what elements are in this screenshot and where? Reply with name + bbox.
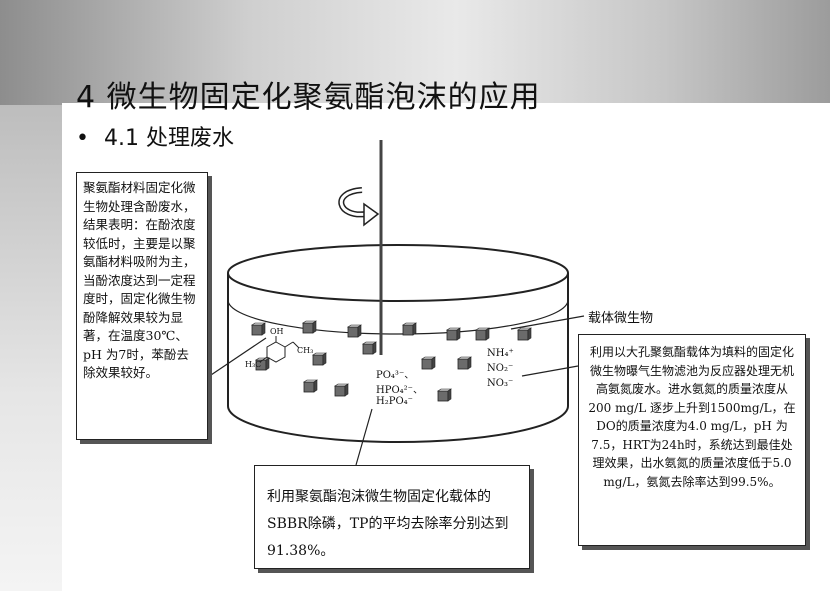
carrier-microbe-label: 载体微生物 xyxy=(588,311,654,326)
phenol-oh-label: OH xyxy=(270,327,284,336)
carrier-cube-icon xyxy=(312,352,327,366)
carrier-cube-icon xyxy=(446,327,461,341)
carrier-cube-icon xyxy=(334,383,349,397)
phosphate-pointer-line xyxy=(355,408,373,466)
background-photo-top xyxy=(0,0,830,105)
sbbr-phosphorus-note: 利用聚氨酯泡沫微生物固定化载体的SBBR除磷，TP的平均去除率分别达到91.38… xyxy=(254,465,530,569)
phenol-ch3-label: CH₃ xyxy=(297,346,314,355)
ammonium-label: NH₄⁺ xyxy=(487,348,514,359)
bullet: • xyxy=(76,126,89,151)
hydrogen-phosphate-label: HPO₄²⁻、 xyxy=(376,385,423,396)
carrier-cube-icon xyxy=(457,356,472,370)
water-surface xyxy=(227,299,569,335)
nitrogen-pointer-line xyxy=(521,365,579,377)
ammonia-wastewater-note: 利用以大孔聚氨酯载体为填料的固定化微生物曝气生物滤池为反应器处理无机高氨氮废水。… xyxy=(578,334,806,546)
carrier-cube-icon xyxy=(362,341,377,355)
phenol-wastewater-note: 聚氨酯材料固定化微生物处理含酚废水，结果表明：在酚浓度较低时，主要是以聚氨酯材料… xyxy=(76,172,208,440)
carrier-cube-icon xyxy=(402,322,417,336)
carrier-cube-icon xyxy=(302,320,317,334)
background-photo-left xyxy=(0,105,62,591)
section-heading: • 4.1 处理废水 xyxy=(76,120,234,152)
section-heading-text: 4.1 处理废水 xyxy=(104,126,234,151)
carrier-cube-icon xyxy=(437,388,452,402)
carrier-cubes xyxy=(251,320,532,402)
nitrite-label: NO₂⁻ xyxy=(487,363,514,374)
carrier-cube-icon xyxy=(517,327,532,341)
carrier-cube-icon xyxy=(475,327,490,341)
nitrate-label: NO₃⁻ xyxy=(487,378,514,389)
carrier-cube-icon xyxy=(347,324,362,338)
carrier-pointer-line xyxy=(510,315,585,330)
phenol-molecule-icon xyxy=(259,336,300,363)
phenol-pointer-line xyxy=(207,337,267,378)
phenol-h3c-label: H₃C xyxy=(245,360,262,369)
rotation-arrow-icon xyxy=(338,187,380,227)
carrier-cube-icon xyxy=(421,356,436,370)
tank-body xyxy=(227,273,569,443)
tank-rim xyxy=(227,244,569,302)
carrier-cube-icon xyxy=(251,322,266,336)
dihydrogen-phosphate-label: H₂PO₄⁻ xyxy=(376,396,413,407)
phosphate-label: PO₄³⁻、 xyxy=(376,370,415,381)
carrier-cube-icon xyxy=(303,379,318,393)
slide-title: 4 微生物固定化聚氨酯泡沫的应用 xyxy=(76,80,541,115)
